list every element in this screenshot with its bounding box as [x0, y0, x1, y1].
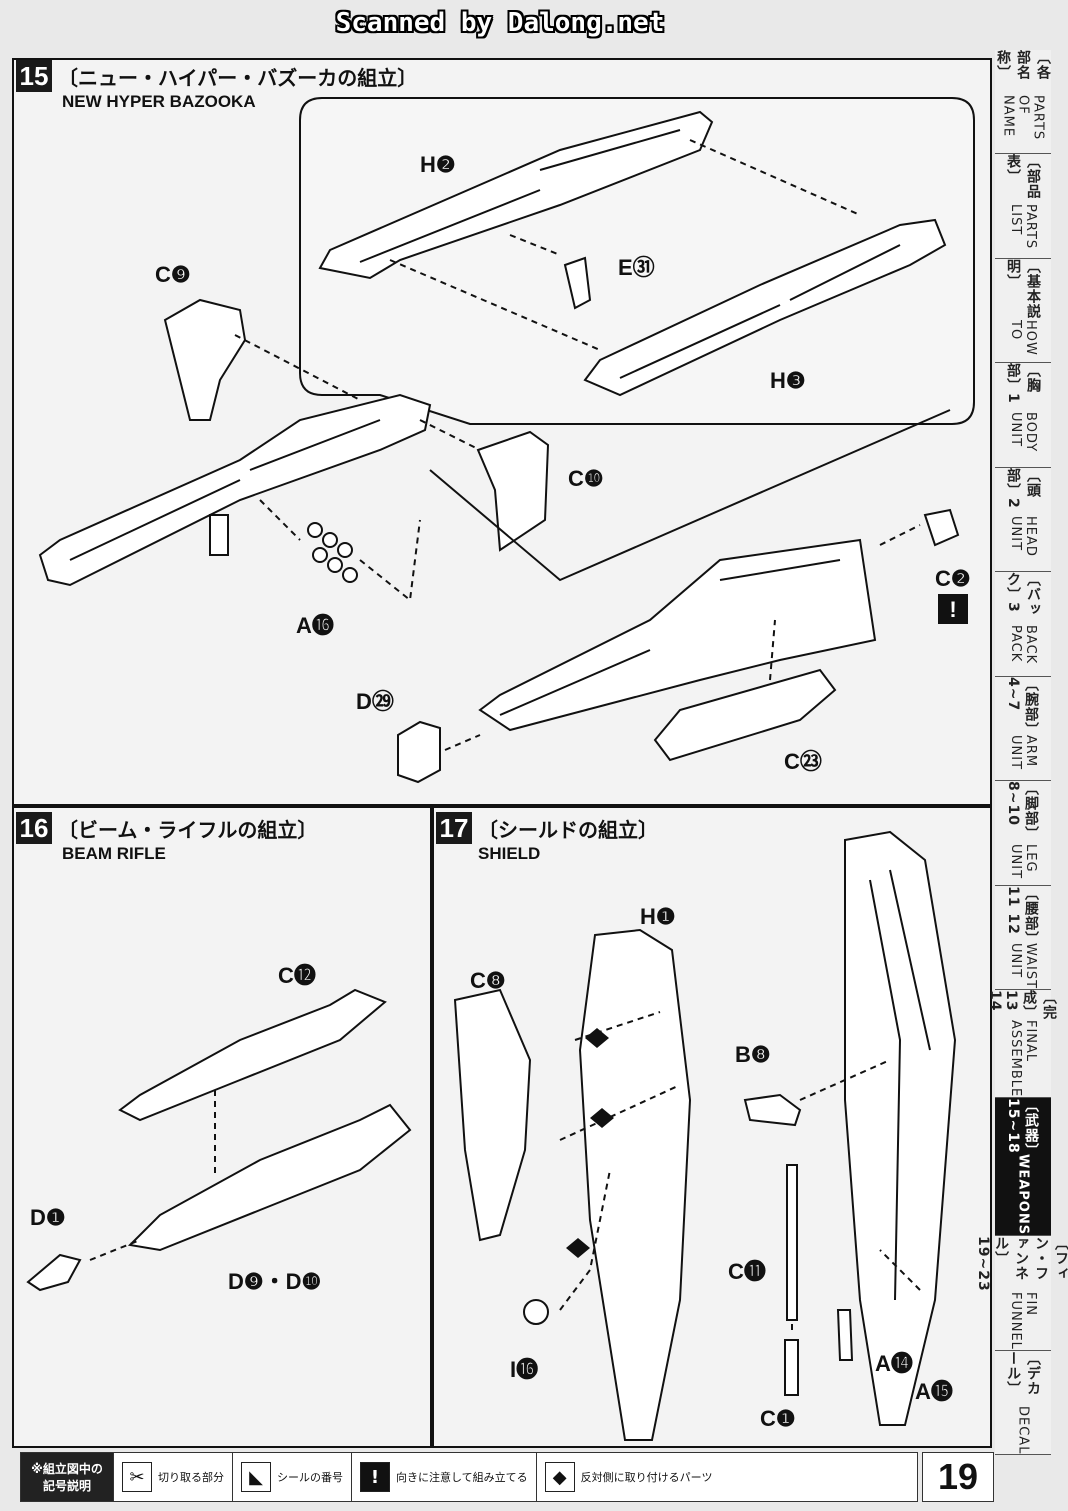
seal-icon: ◣: [241, 1462, 271, 1492]
step-17-subtitle: SHIELD: [478, 844, 541, 863]
exclamation-icon: !: [360, 1462, 390, 1492]
part-c23: [653, 668, 837, 762]
step-15-title: 〔ニュー・ハイパー・バズーカの組立〕: [58, 66, 418, 90]
part-c12: [118, 988, 387, 1122]
label-c10: C❿: [568, 466, 604, 491]
caution-icon: [938, 594, 968, 624]
part-h1: [578, 928, 692, 1441]
part-c10: [476, 430, 550, 552]
opposite-side-icon: ◆: [544, 1462, 575, 1492]
label-i16: I⓰: [510, 1357, 539, 1382]
tab-decal[interactable]: 〔デカール〕DECAL: [995, 1350, 1051, 1455]
step-16-number: 16: [16, 812, 52, 844]
label-c11: C⓫: [728, 1259, 766, 1284]
label-d29: D㉙: [356, 689, 394, 714]
label-b8: B❽: [735, 1042, 771, 1067]
step-16-subtitle: BEAM RIFLE: [62, 844, 166, 863]
label-c23: C㉓: [784, 749, 822, 774]
step-15-subtitle: NEW HYPER BAZOOKA: [62, 92, 256, 111]
scan-watermark: Scanned by Dalong.net: [335, 8, 665, 38]
detail-bubble: [299, 97, 975, 425]
part-d29: [397, 720, 441, 784]
step-16-title: 〔ビーム・ライフルの組立〕: [58, 818, 318, 842]
tab-parts-list[interactable]: 〔部品表〕PARTS LIST: [995, 154, 1051, 259]
section-index-tabs: 〔各部名称〕PARTS OF NAME 〔部品表〕PARTS LIST 〔基本説…: [975, 50, 1068, 1455]
part-c8: [453, 988, 532, 1242]
label-a16: A⓰: [296, 613, 334, 638]
label-h3: H❸: [770, 368, 806, 393]
order-markers: [566, 1028, 614, 1258]
label-c2: C❷: [935, 566, 971, 591]
legend-seal: ◣ シールの番号: [233, 1453, 352, 1501]
tab-how-to[interactable]: 〔基本説明〕HOW TO: [995, 258, 1051, 364]
part-h3: [583, 218, 947, 397]
part-c1: [784, 1339, 799, 1396]
part-a14: [836, 1309, 854, 1361]
shield-assembled: [844, 830, 957, 1426]
label-h1: H❶: [640, 904, 676, 929]
part-c9: [163, 298, 247, 421]
legend-header: ※組立図中の記号説明: [21, 1453, 114, 1501]
label-c12: C⓬: [278, 963, 316, 988]
part-h2: [318, 110, 714, 280]
svg-text:!: !: [949, 597, 956, 622]
step-15-number: 15: [16, 60, 52, 92]
legend-cut: ✂ 切り取る部分: [114, 1453, 233, 1501]
label-h2: H❷: [420, 152, 456, 177]
label-c1: C❶: [760, 1406, 796, 1431]
legend-caution: ! 向きに注意して組み立てる: [352, 1453, 537, 1501]
page-number: 19: [922, 1452, 994, 1502]
label-d9d10: D❾・D❿: [228, 1269, 322, 1294]
step-17-number: 17: [436, 812, 472, 844]
bazooka-assembled: [38, 393, 432, 587]
part-c11: [786, 1164, 798, 1321]
part-i16: [523, 1299, 549, 1325]
part-d1: [26, 1253, 82, 1292]
symbol-legend: ※組立図中の記号説明 ✂ 切り取る部分 ◣ シールの番号 ! 向きに注意して組み…: [20, 1452, 918, 1502]
label-a15: A⓯: [915, 1379, 953, 1404]
label-d1: D❶: [30, 1205, 66, 1230]
part-d9d10: [127, 1103, 412, 1252]
scissors-icon: ✂: [122, 1462, 152, 1492]
tab-parts-of-name[interactable]: 〔各部名称〕PARTS OF NAME: [995, 50, 1051, 155]
part-b8: [743, 1093, 802, 1127]
label-e31: E㉛: [618, 255, 655, 280]
part-a16: [307, 522, 358, 583]
label-c8: C❽: [470, 968, 506, 993]
part-e31: [563, 256, 592, 310]
part-c2: [923, 508, 960, 547]
label-a14: A⓮: [875, 1351, 913, 1376]
bazooka-right: [478, 538, 877, 732]
legend-opposite: ◆ 反対側に取り付けるパーツ: [537, 1453, 721, 1501]
label-c9: C❾: [155, 262, 191, 287]
step-17-title: 〔シールドの組立〕: [478, 818, 658, 842]
